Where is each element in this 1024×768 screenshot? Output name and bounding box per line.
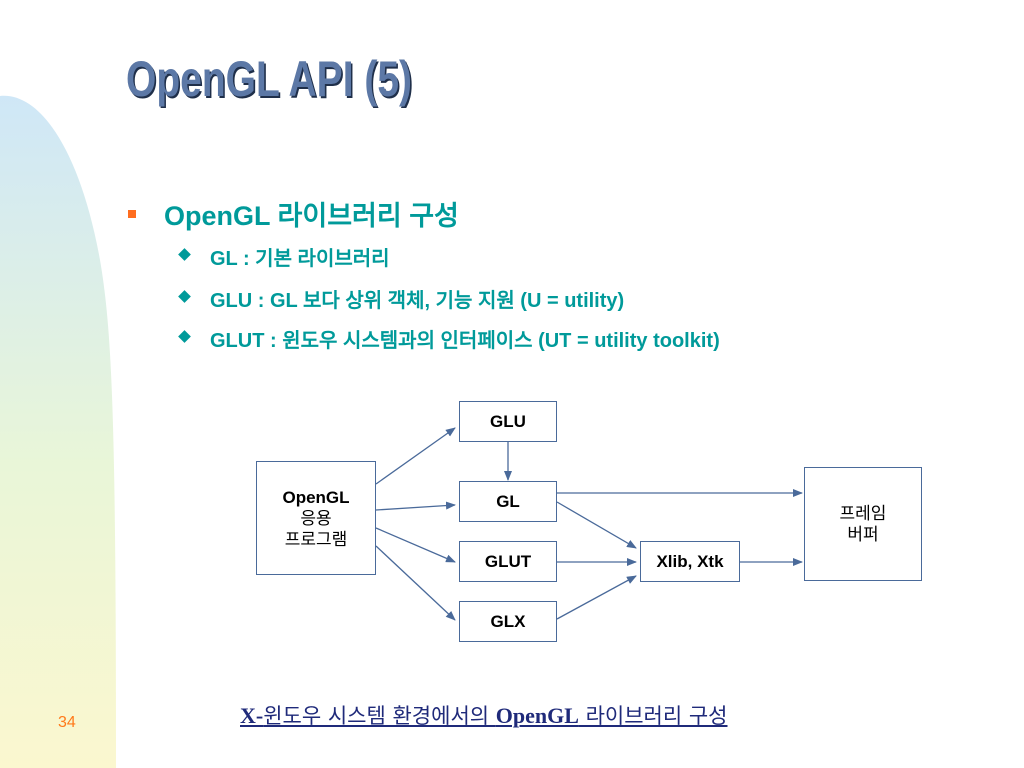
xlib-xtk-label: Xlib, Xtk — [656, 552, 724, 571]
app-box-line: 응용 — [300, 508, 332, 528]
sub-bullet-text: GLUT : 윈도우 시스템과의 인터페이스 (UT = utility too… — [210, 330, 720, 352]
glx-label: GLX — [490, 612, 526, 631]
caption-brand: OpenGL — [495, 703, 579, 728]
gl-label: GL — [496, 492, 520, 511]
framebuffer-line: 버퍼 — [847, 525, 879, 544]
slide-title: OpenGL API (5) — [126, 51, 413, 107]
framebuffer-box: 프레임 버퍼 — [804, 467, 922, 581]
sub-bullet-text: GLU : GL 보다 상위 객체, 기능 지원 (U = utility) — [210, 290, 625, 312]
glut-label: GLUT — [484, 552, 532, 571]
glut-box: GLUT — [459, 541, 557, 582]
arrow-app-to-glut — [375, 527, 456, 563]
app-box-line: OpenGL — [282, 487, 350, 507]
caption-part1: 윈도우 시스템 환경에서의 — [263, 704, 496, 728]
xlib-xtk-box: Xlib, Xtk — [640, 541, 740, 582]
main-bullet-text: OpenGL 라이브러리 구성 — [164, 201, 459, 231]
framebuffer-line: 프레임 — [839, 504, 887, 523]
caption-part2: 라이브러리 구성 — [578, 704, 728, 728]
arrow-gl-to-xlib — [556, 501, 637, 549]
glu-box: GLU — [459, 401, 557, 442]
arrow-app-to-glx — [375, 545, 456, 621]
app-program-box: OpenGL 응용 프로그램 — [256, 461, 376, 575]
page-number: 34 — [58, 714, 76, 731]
arrow-glx-to-xlib — [556, 575, 637, 620]
arrow-app-to-glu — [375, 427, 456, 485]
diagram-caption: X-윈도우 시스템 환경에서의 OpenGL 라이브러리 구성 — [240, 700, 728, 730]
sub-bullet-text: GL : 기본 라이브러리 — [210, 248, 390, 270]
glx-box: GLX — [459, 601, 557, 642]
glu-label: GLU — [490, 412, 526, 431]
arrow-app-to-gl — [375, 501, 456, 511]
app-box-line: 프로그램 — [284, 529, 348, 549]
square-bullet-icon — [128, 210, 136, 218]
gl-box: GL — [459, 481, 557, 522]
caption-prefix: X- — [240, 703, 264, 728]
